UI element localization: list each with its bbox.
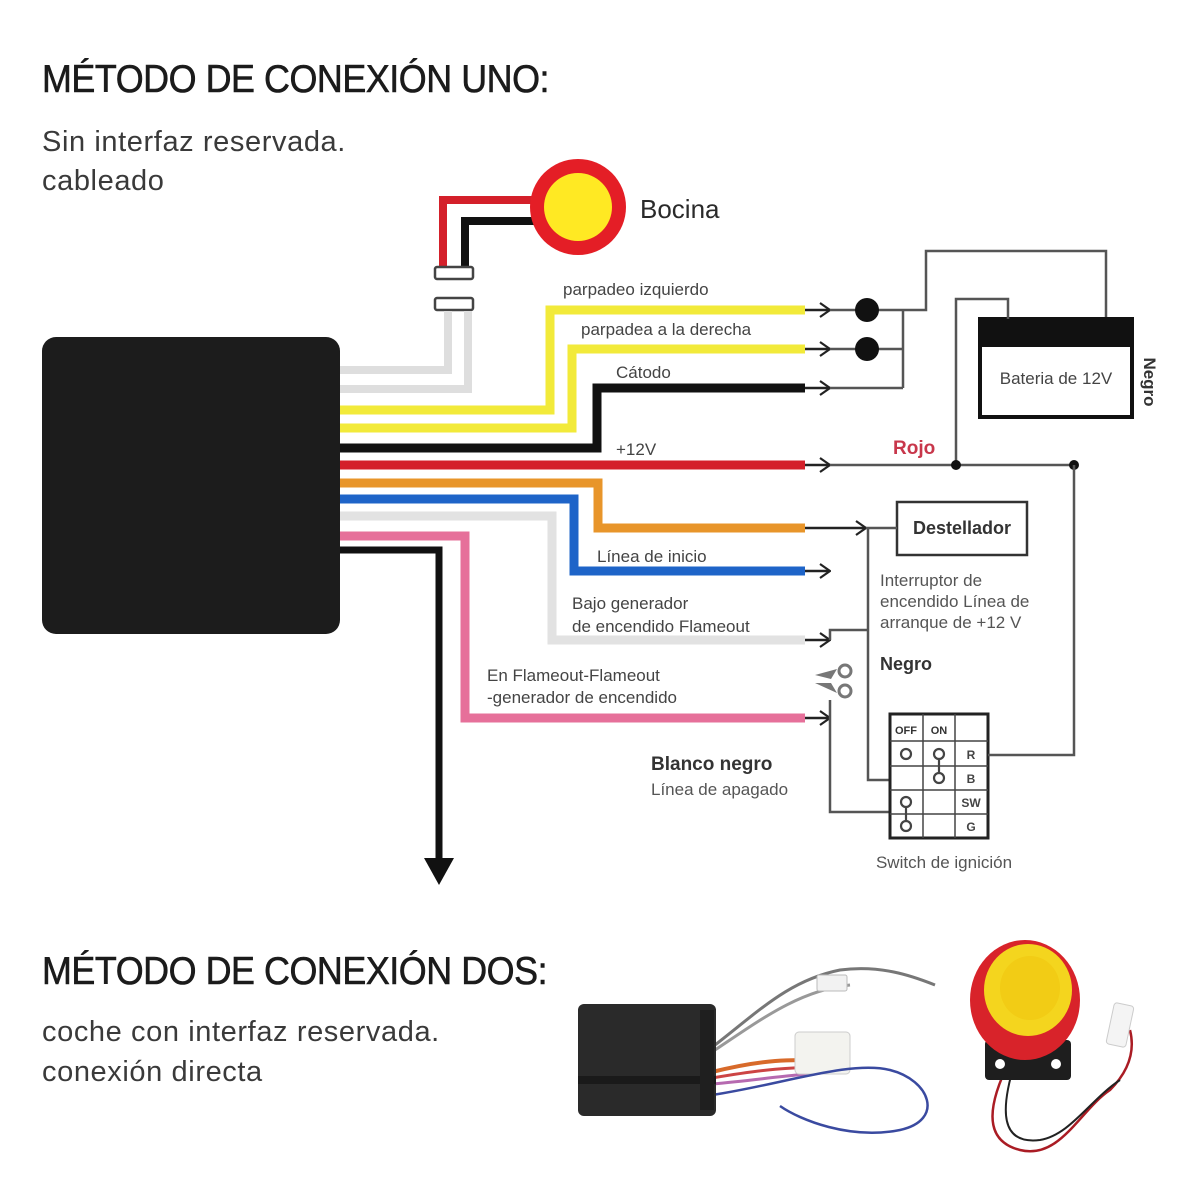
bulb-left-icon [855,298,879,322]
wire-label-pink-2: -generador de encendido [487,688,677,707]
switch-row-b: B [967,772,976,786]
horn-label: Bocina [640,194,720,224]
wire-label-cathode: Cátodo [616,363,671,382]
rojo-label: Rojo [893,438,935,459]
wire-label-start-line: Línea de inicio [597,547,707,566]
switch-row-sw: SW [961,796,981,810]
bulb-right-icon [855,337,879,361]
power-bus [830,297,1079,757]
wire-flameout-pink [340,531,830,718]
battery-label: Bateria de 12V [1000,369,1113,388]
wire-flameout-gray [340,511,830,640]
wire-label-pink-1: En Flameout-Flameout [487,666,660,685]
horn-wires [439,196,540,268]
wire-label-left-turn: parpadeo izquierdo [563,280,709,299]
switch-header-off: OFF [895,725,917,737]
switch-row-r: R [967,748,976,762]
alarm-module [42,337,340,634]
battery [978,317,1134,419]
flasher-label: Destellador [913,518,1011,538]
switch-row-g: G [966,820,975,834]
product-alarm-module-image [578,967,936,1134]
wire-cathode [340,388,830,453]
shutdown-sub: Línea de apagado [651,780,788,799]
ignition-note-1: Interruptor de [880,571,982,590]
flameout-lines [828,628,893,814]
wire-label-12v: +12V [616,440,657,459]
method-two-subtitle-2: conexión directa [42,1056,263,1088]
battery-negro-label: Negro [1140,357,1159,406]
horn-gray-wires [340,311,472,393]
wire-label-flameout-1: Bajo generador [572,594,689,613]
wire-orange [340,478,866,528]
method-one-subtitle-2: cableado [42,165,165,197]
method-two-title: MÉTODO DE CONEXIÓN DOS: [42,950,548,994]
horn-connector[interactable] [433,265,475,312]
ignition-note-3: arranque de +12 V [880,613,1022,632]
junction-dot [951,460,961,470]
wire-label-flameout-2: de encendido Flameout [572,617,750,636]
product-siren-image [970,940,1135,1153]
arrow-down-icon [424,858,454,885]
ignition-note-2: encendido Línea de [880,592,1029,611]
ignition-switch-table [888,712,1018,840]
turn-bulbs [830,249,1108,390]
flasher [866,500,1029,782]
switch-caption: Switch de ignición [876,853,1012,872]
wire-left-turn [340,310,830,415]
shutdown-title: Blanco negro [651,754,772,775]
wire-label-right-turn: parpadea a la derecha [581,320,752,339]
horn-icon [530,159,626,255]
wire-start-line [340,494,830,571]
method-one-title: MÉTODO DE CONEXIÓN UNO: [42,58,550,102]
wire-right-turn [340,349,830,433]
scissors-icon [815,663,853,699]
switch-header-on: ON [931,725,948,737]
ignition-negro-label: Negro [880,654,932,674]
method-two-subtitle-1: coche con interfaz reservada. [42,1016,440,1048]
method-one-subtitle-1: Sin interfaz reservada. [42,126,346,158]
wire-ground-down [340,546,454,885]
